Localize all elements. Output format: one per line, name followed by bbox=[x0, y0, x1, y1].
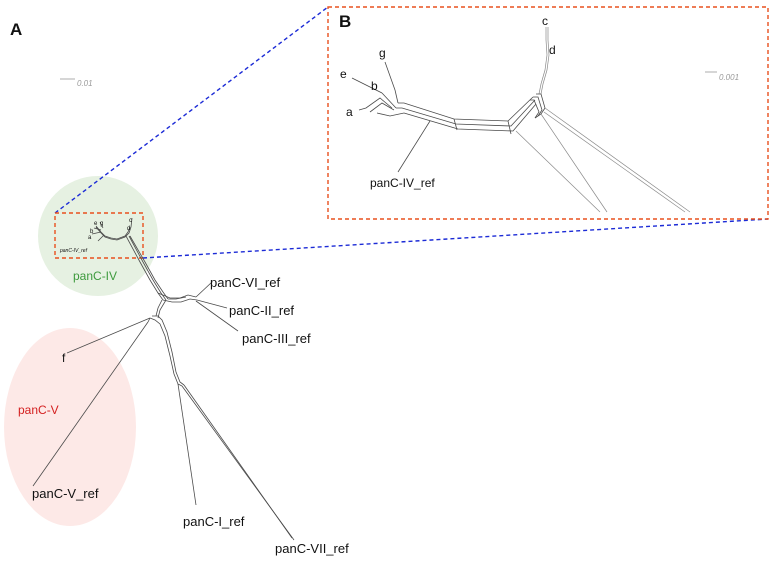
label-panc-v-ref: panC-V_ref bbox=[32, 486, 99, 501]
panel-a-zoom-box bbox=[54, 212, 144, 259]
panel-b-network bbox=[351, 27, 691, 213]
inset-a-label-b: b bbox=[90, 229, 94, 235]
scale-bar-panel-a: 0.01 bbox=[60, 78, 93, 88]
inset-b-label-e: e bbox=[340, 67, 347, 81]
inset-a-label-c: c bbox=[129, 218, 132, 224]
label-panc-vi-ref: panC-VI_ref bbox=[210, 275, 280, 290]
panel-a-network bbox=[32, 217, 295, 541]
scale-bar-panel-a-label: 0.01 bbox=[77, 79, 93, 88]
panel-b-letter: B bbox=[339, 12, 351, 31]
panc-v-group-ellipse bbox=[4, 328, 136, 526]
panel-a-letter: A bbox=[10, 20, 22, 39]
panc-iv-group-ellipse bbox=[38, 176, 158, 296]
inset-b-label-panc-iv-ref: panC-IV_ref bbox=[370, 176, 435, 190]
scale-bar-panel-b-label: 0.001 bbox=[719, 73, 739, 82]
inset-a-label-d: d bbox=[127, 226, 130, 232]
inset-a-label-a: a bbox=[88, 235, 92, 241]
label-f: f bbox=[62, 351, 66, 365]
panc-iv-group-label: panC-IV bbox=[73, 269, 117, 283]
inset-b-label-c: c bbox=[542, 14, 548, 28]
inset-b-label-d: d bbox=[549, 43, 556, 57]
zoom-connector-top bbox=[54, 6, 329, 214]
inset-b-label-g: g bbox=[379, 46, 386, 60]
inset-a-label-g: g bbox=[100, 221, 103, 227]
inset-a-label-panc-iv-ref: panC-IV_ref bbox=[59, 248, 88, 254]
label-panc-iii-ref: panC-III_ref bbox=[242, 331, 311, 346]
inset-b-label-b: b bbox=[371, 79, 378, 93]
panc-v-group-label: panC-V bbox=[18, 403, 59, 417]
label-panc-i-ref: panC-I_ref bbox=[183, 514, 245, 529]
scale-bar-panel-b: 0.001 bbox=[705, 71, 739, 82]
inset-b-label-a: a bbox=[346, 105, 353, 119]
label-panc-ii-ref: panC-II_ref bbox=[229, 303, 294, 318]
label-panc-vii-ref: panC-VII_ref bbox=[275, 541, 349, 556]
panel-b-frame bbox=[327, 6, 769, 220]
zoom-connector-bottom bbox=[142, 218, 769, 259]
inset-a-label-e: e bbox=[94, 221, 98, 227]
